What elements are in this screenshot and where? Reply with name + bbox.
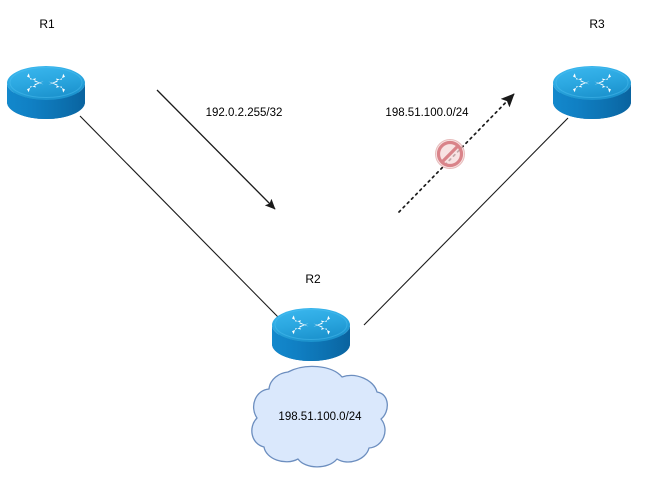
link-r1-r2[interactable]	[79, 115, 280, 319]
advert-arrow-192-0-2-255[interactable]	[156, 89, 276, 210]
link-r3-r2[interactable]	[363, 117, 569, 326]
router-r3[interactable]	[552, 65, 632, 120]
network-cloud-label: 198.51.100.0/24	[278, 411, 362, 423]
advertisement-arrows-group	[156, 89, 515, 213]
router-label-r1: R1	[39, 17, 55, 31]
network-cloud[interactable]	[251, 365, 388, 468]
router-label-r2: R2	[305, 272, 321, 286]
advert-label-192-0-2-255: 192.0.2.255/32	[205, 107, 283, 119]
links-group	[79, 115, 569, 326]
prohibited-icon[interactable]	[435, 139, 465, 169]
router-label-r3: R3	[589, 17, 605, 31]
router-r2[interactable]	[271, 307, 351, 362]
advert-label-198-51-100-0: 198.51.100.0/24	[385, 107, 469, 119]
router-r1[interactable]	[6, 65, 86, 120]
advert-arrow-198-51-100-0[interactable]	[398, 93, 515, 213]
